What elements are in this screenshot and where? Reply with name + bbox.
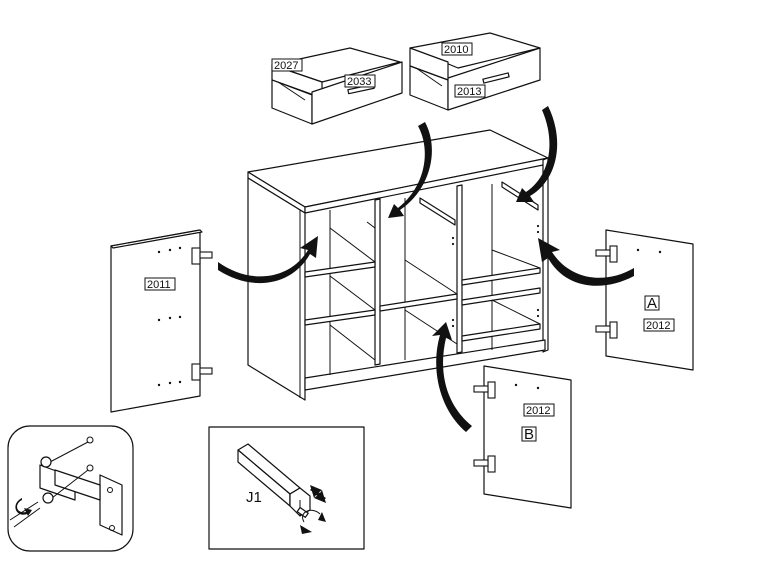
- door-label: 2011: [147, 279, 171, 291]
- hinge-screw-detail: [7, 425, 134, 552]
- drawer-front-label: 2013: [457, 86, 481, 98]
- rotate-icon: [15, 498, 33, 516]
- door-label: 2012: [526, 405, 550, 417]
- hinge-icon: [595, 321, 618, 339]
- screw-icon: [42, 492, 54, 504]
- bottom-door: 2012 B: [473, 365, 572, 509]
- drawer-front-label: 2033: [347, 76, 371, 88]
- door-position-letter: A: [647, 295, 657, 312]
- arrow-right-drawer-icon: [516, 106, 558, 202]
- drawer-side-label: 2010: [444, 44, 468, 56]
- arrow-bottom-door-icon: [432, 322, 472, 432]
- tool-label: J1: [246, 489, 262, 506]
- right-drawer: 2010 2013: [409, 32, 541, 111]
- arrow-right-door-icon: [538, 238, 634, 286]
- hinge-icon: [191, 247, 213, 265]
- hinge-icon: [595, 245, 618, 263]
- cabinet-carcass: [247, 129, 549, 401]
- left-door: 2011: [110, 229, 213, 413]
- drawer-side-label: 2027: [274, 60, 298, 72]
- door-position-letter: B: [524, 426, 534, 443]
- hinge-icon: [473, 381, 496, 399]
- left-drawer: 2027 2033: [271, 47, 403, 125]
- right-door: A 2012: [595, 229, 694, 371]
- door-label: 2012: [646, 320, 670, 332]
- hinge-icon: [473, 455, 496, 473]
- screw-icon: [40, 456, 52, 468]
- allen-key-detail: J1: [208, 426, 365, 550]
- arrow-left-door-icon: [218, 236, 318, 284]
- hinge-icon: [191, 363, 213, 381]
- arrow-left-drawer-icon: [388, 122, 432, 218]
